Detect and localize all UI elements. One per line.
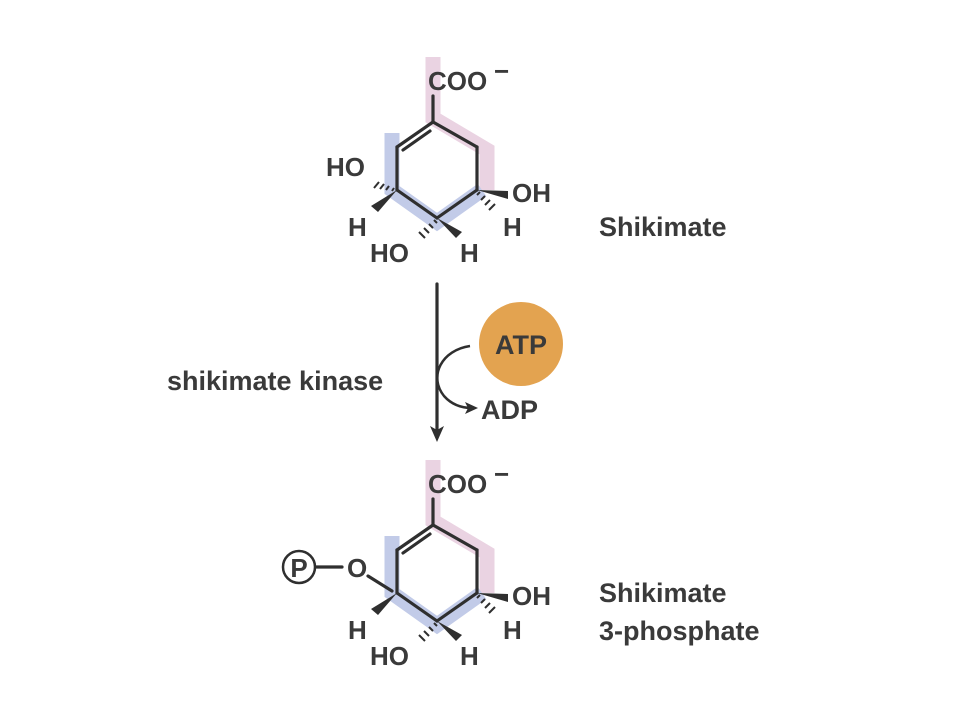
product-c3-h: H bbox=[348, 615, 367, 645]
product-hash-c4-oh bbox=[418, 622, 438, 642]
product-c4-ho: HO bbox=[370, 641, 409, 671]
reactant-hash-c5-h bbox=[476, 191, 496, 211]
product-double-bond-c1-c2 bbox=[401, 532, 432, 555]
reactant-c5-h: H bbox=[503, 212, 522, 242]
reactant-pink-highlight bbox=[425, 57, 495, 190]
reactant-c4-h: H bbox=[460, 238, 479, 268]
reactant-hash-c4-oh bbox=[418, 219, 438, 239]
enzyme-label: shikimate kinase bbox=[167, 366, 383, 396]
reactant-c3-h: H bbox=[348, 212, 367, 242]
reactant-hash-c3-oh bbox=[373, 181, 395, 192]
reactant-c4-ho: HO bbox=[370, 238, 409, 268]
product-charge: − bbox=[494, 459, 509, 489]
reactant-bond-c6-c1 bbox=[431, 120, 479, 149]
atp-label: ATP bbox=[495, 330, 547, 360]
product-wedge-c4-h bbox=[437, 621, 462, 641]
reactant-charge: − bbox=[494, 56, 509, 86]
adp-label: ADP bbox=[481, 395, 538, 425]
reactant-wedge-c5-oh bbox=[477, 190, 508, 199]
product-name-line2: 3-phosphate bbox=[599, 616, 760, 646]
atp-circle bbox=[479, 302, 563, 386]
reactant-coo-label: COO bbox=[428, 66, 487, 96]
reactant-bond-c3-c4 bbox=[395, 188, 439, 220]
product-bond-c1-c2 bbox=[395, 523, 435, 552]
reactant-wedge-c4-h bbox=[437, 218, 462, 238]
reactant-c5-oh: OH bbox=[512, 178, 551, 208]
product-blue-highlight bbox=[384, 536, 487, 635]
product-hash-c5-h bbox=[476, 594, 496, 614]
product-bond-c4-c5 bbox=[435, 591, 479, 623]
cofactor-arrowhead bbox=[465, 402, 478, 414]
cofactor-curved-arrow bbox=[436, 344, 473, 410]
product-bond-c3-c4 bbox=[395, 591, 439, 623]
reactant-c2-ho: HO bbox=[326, 152, 365, 182]
phosphate-symbol: P bbox=[290, 553, 307, 583]
product-c5-h: H bbox=[503, 615, 522, 645]
ester-oxygen: O bbox=[347, 553, 367, 583]
product-name-line1: Shikimate bbox=[599, 578, 727, 608]
product-wedge-c5-oh bbox=[477, 593, 508, 602]
reactant-bond-c1-c2 bbox=[395, 120, 435, 149]
reactant-double-bond-c1-c2 bbox=[401, 129, 432, 152]
reactant-name: Shikimate bbox=[599, 212, 727, 242]
reaction-arrow bbox=[430, 282, 444, 442]
product-pink-highlight bbox=[425, 460, 495, 593]
reactant-bond-c4-c5 bbox=[435, 188, 479, 220]
product-c5-oh: OH bbox=[512, 581, 551, 611]
product-wedge-c3-h bbox=[371, 593, 397, 615]
shikimate-structure: COO − HO H HO H OH H bbox=[326, 56, 551, 268]
product-bond-c6-c1 bbox=[431, 523, 479, 552]
product-bond-o-c3 bbox=[366, 574, 394, 593]
product-coo-label: COO bbox=[428, 469, 487, 499]
shikimate-3-phosphate-structure: P O COO − H HO H OH H bbox=[281, 459, 551, 671]
reactant-wedge-c3-h bbox=[371, 190, 397, 212]
reactant-blue-highlight bbox=[384, 133, 487, 232]
product-c4-h: H bbox=[460, 641, 479, 671]
